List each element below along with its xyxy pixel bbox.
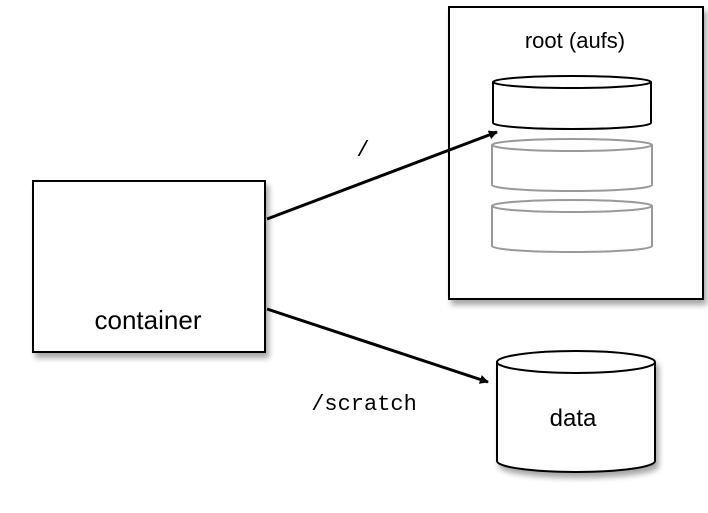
data-mount-arrow (266, 307, 489, 384)
root-mount-arrow (266, 130, 498, 221)
root-aufs-box: root (aufs) (448, 6, 704, 300)
aufs-layer-middle (491, 138, 653, 192)
aufs-layer-top (492, 75, 652, 130)
container-box: container (32, 180, 266, 353)
aufs-layer-bottom (491, 199, 653, 253)
data-volume-cylinder (496, 350, 656, 473)
data-volume-label: data (550, 405, 597, 432)
data-mount-path: /scratch (311, 392, 417, 417)
root-mount-path: / (356, 138, 369, 163)
root-box-title: root (aufs) (525, 28, 625, 53)
container-label: container (95, 305, 202, 335)
container-box-frame (32, 180, 266, 353)
